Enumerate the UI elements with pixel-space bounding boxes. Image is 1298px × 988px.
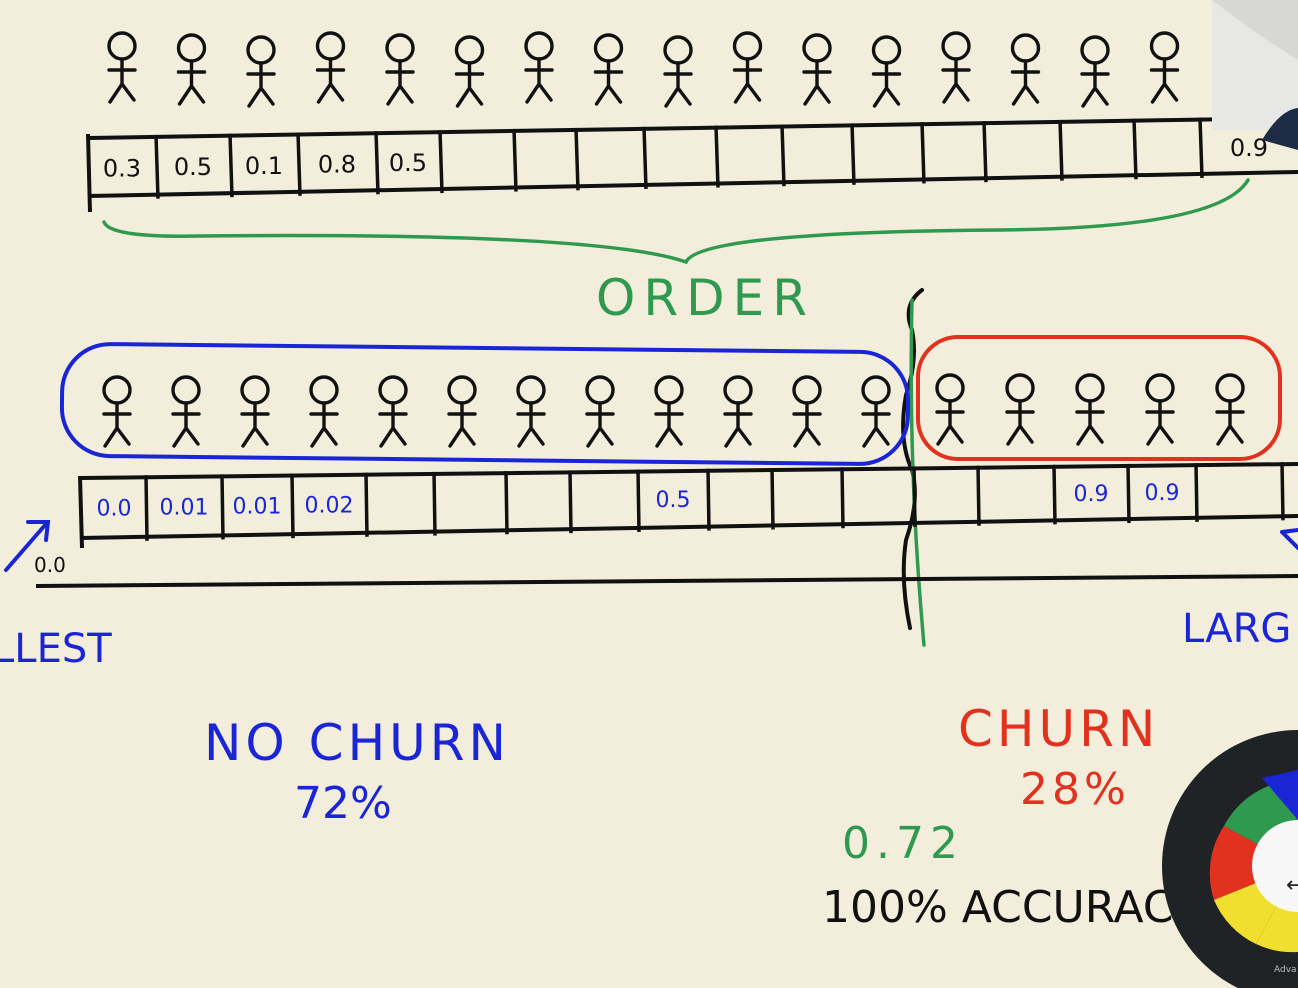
stick-person <box>385 33 415 106</box>
smallest-label: LLEST <box>0 626 112 672</box>
stick-person <box>171 375 201 448</box>
stick-person <box>240 375 270 448</box>
stick-person <box>516 375 546 448</box>
no-churn-people-row <box>102 375 891 448</box>
no-churn-group-outline <box>59 342 911 466</box>
stick-person <box>1215 373 1245 446</box>
sorted-score-value: 0.5 <box>656 488 691 513</box>
stick-person <box>447 375 477 448</box>
stick-person <box>732 31 763 104</box>
stick-person <box>861 375 891 448</box>
score-cell-value: 0.3 <box>103 154 141 182</box>
score-cell-value: 0.1 <box>245 152 283 180</box>
churn-people-row <box>935 373 1245 446</box>
stick-person <box>723 375 753 448</box>
sorted-score-value: 0.01 <box>233 494 282 519</box>
no-churn-percent: 72% <box>294 778 392 829</box>
stick-person <box>1010 33 1041 106</box>
smallest-arrow <box>4 520 51 572</box>
sorted-score-table: 0.0 0.01 0.01 0.02 0.5 0.9 0.9 <box>78 462 1298 549</box>
stick-person <box>524 31 554 104</box>
stick-person <box>1080 35 1110 108</box>
churn-title: CHURN <box>958 700 1159 758</box>
stick-person <box>1145 373 1175 446</box>
sorted-score-value: 0.9 <box>1145 481 1180 506</box>
score-cell-value: 0.9 <box>1230 134 1268 162</box>
stick-person <box>102 375 132 448</box>
threshold-value: 0.72 <box>842 818 964 869</box>
stick-person <box>941 31 971 104</box>
stick-person <box>585 375 615 448</box>
stick-person <box>315 31 346 104</box>
stick-person <box>176 33 207 106</box>
arrow-left-icon[interactable]: ← <box>1286 873 1298 898</box>
sorted-score-value: 0.01 <box>160 495 209 520</box>
stick-person <box>1075 373 1105 446</box>
stick-person <box>378 375 408 448</box>
stick-person <box>871 35 902 108</box>
stick-person <box>1005 373 1035 446</box>
largest-arrow <box>1280 528 1298 550</box>
stick-person <box>654 375 684 448</box>
stick-person <box>792 375 822 448</box>
score-cell-value: 0.8 <box>318 150 356 178</box>
score-axis-line <box>35 574 1298 588</box>
color-wheel-tool[interactable]: ← Adva <box>1162 730 1298 988</box>
largest-label: LARG <box>1182 606 1291 652</box>
top-score-table: 0.3 0.5 0.1 0.8 0.5 0.9 <box>86 116 1298 213</box>
stick-person <box>663 35 693 108</box>
stick-person <box>107 31 137 104</box>
sorted-score-value: 0.02 <box>305 493 354 518</box>
order-brace <box>102 178 1250 265</box>
sorted-score-value: 0.0 <box>97 496 132 521</box>
no-churn-title: NO CHURN <box>204 714 510 772</box>
stick-person <box>309 375 339 448</box>
accuracy-label: 100% ACCURACY <box>822 882 1200 933</box>
sorted-score-value: 0.9 <box>1074 482 1109 507</box>
order-label: ORDER <box>596 269 815 327</box>
churn-group-outline <box>916 335 1282 461</box>
webcam-overlay <box>1212 0 1298 150</box>
stick-person <box>935 373 965 446</box>
stick-person <box>593 33 624 106</box>
score-cell-value: 0.5 <box>174 153 212 181</box>
stick-person <box>454 35 485 108</box>
top-people-row <box>107 31 1180 108</box>
stick-person <box>802 33 832 106</box>
stick-person <box>1149 31 1180 104</box>
score-cell-value: 0.5 <box>389 149 427 177</box>
churn-percent: 28% <box>1020 764 1130 815</box>
color-wheel-caption: Adva <box>1274 965 1297 975</box>
axis-origin-label: 0.0 <box>34 553 66 577</box>
stick-person <box>246 35 276 108</box>
